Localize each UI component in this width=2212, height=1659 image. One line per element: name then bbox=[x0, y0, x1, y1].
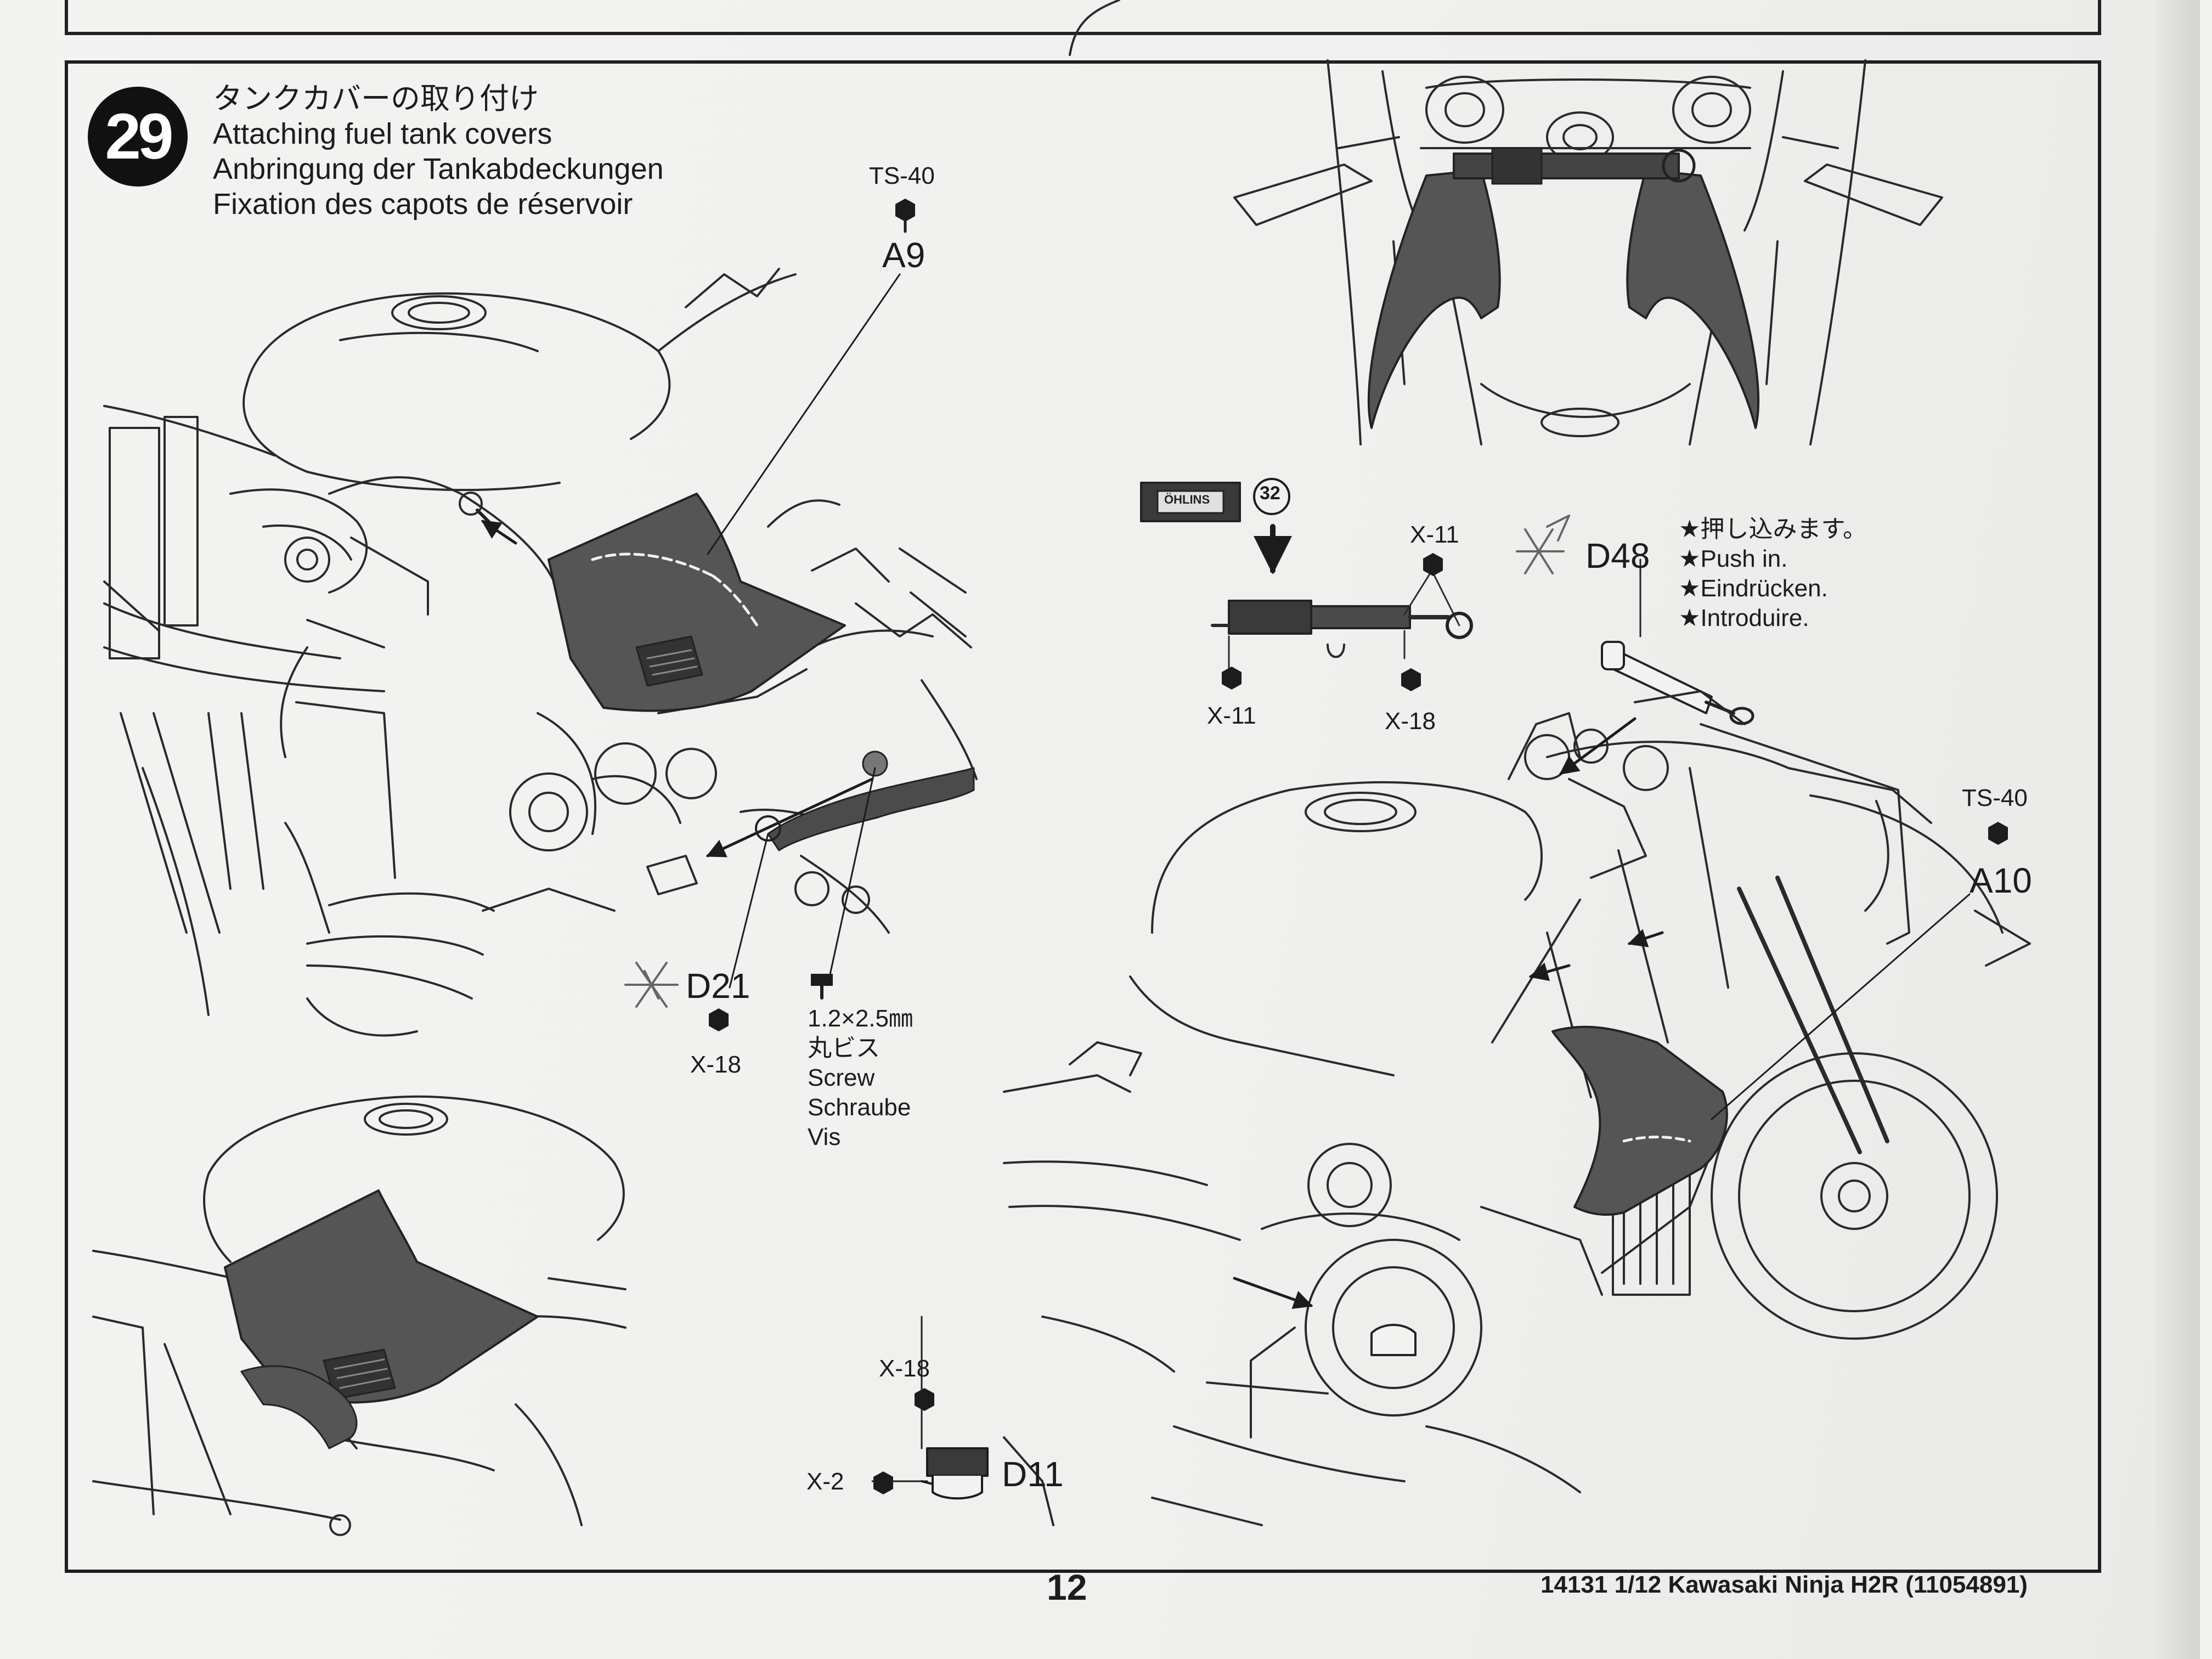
part-a9-label: A9 bbox=[882, 235, 926, 275]
top-right-view bbox=[1233, 59, 1943, 445]
paint-x11-top: X-11 bbox=[1410, 521, 1459, 548]
screw-callout: 1.2×2.5㎜ 丸ビス Screw Schraube Vis bbox=[808, 1004, 913, 1152]
push-in-note: ★押し込みます。 ★Push in. ★Eindrücken. ★Introdu… bbox=[1679, 515, 1867, 633]
paint-x18-d11: X-18 bbox=[879, 1355, 930, 1382]
sprue-icon-d48 bbox=[1516, 515, 1570, 574]
screw-size: 1.2×2.5㎜ bbox=[808, 1005, 913, 1032]
tank-cover-top-right bbox=[1626, 169, 1760, 429]
part-d21-label: D21 bbox=[686, 966, 751, 1006]
paint-ts40-left: TS-40 bbox=[869, 162, 935, 189]
damper-d48-drawing bbox=[1601, 558, 1754, 725]
push-note-fr: ★Introduire. bbox=[1679, 605, 1809, 631]
part-d48-label: D48 bbox=[1585, 536, 1650, 575]
paint-hex-icons bbox=[709, 199, 2008, 1494]
step-title-fr: Fixation des capots de réservoir bbox=[213, 188, 633, 221]
next-page-strip bbox=[2200, 0, 2212, 1659]
step-frame bbox=[65, 60, 2101, 1573]
part-d11-drawing bbox=[871, 1316, 989, 1500]
sprue-icon-d21 bbox=[624, 962, 679, 1008]
paint-x11-bottom: X-11 bbox=[1207, 702, 1256, 729]
paint-x18-damper: X-18 bbox=[1385, 708, 1436, 735]
product-footer: 14131 1/12 Kawasaki Ninja H2R (11054891) bbox=[1541, 1571, 2028, 1598]
previous-step-frame bbox=[65, 0, 2101, 35]
push-note-ja: ★押し込みます。 bbox=[1679, 516, 1867, 543]
screw-label-en: Screw bbox=[808, 1064, 875, 1091]
push-note-en: ★Push in. bbox=[1679, 545, 1788, 572]
tank-cover-a10 bbox=[1551, 1025, 1728, 1216]
screw-label-de: Schraube bbox=[808, 1094, 911, 1121]
ref-step-number: 32 bbox=[1260, 483, 1280, 504]
screw-label-ja: 丸ビス bbox=[808, 1035, 880, 1062]
step-title-en: Attaching fuel tank covers bbox=[213, 117, 552, 150]
screw-label-fr: Vis bbox=[808, 1124, 841, 1150]
paint-ts40-right: TS-40 bbox=[1962, 785, 2028, 811]
part-a10-label: A10 bbox=[1970, 861, 2032, 900]
left-bike-view bbox=[103, 268, 978, 1037]
right-bike-view bbox=[1003, 690, 2031, 1526]
paint-x18-d21: X-18 bbox=[690, 1051, 741, 1078]
damper-brand: ÖHLINS bbox=[1164, 493, 1210, 506]
steering-damper-drawing bbox=[1140, 482, 1473, 670]
step-title: タンクカバーの取り付け Attaching fuel tank covers A… bbox=[213, 81, 664, 222]
step-title-ja: タンクカバーの取り付け bbox=[213, 82, 539, 115]
step-number-badge: 29 bbox=[88, 87, 188, 187]
paint-x2-d11: X-2 bbox=[806, 1468, 844, 1495]
part-d11-label: D11 bbox=[1002, 1454, 1064, 1494]
tank-cover-a9 bbox=[548, 493, 846, 712]
page-number: 12 bbox=[1047, 1567, 1087, 1607]
step-title-de: Anbringung der Tankabdeckungen bbox=[213, 153, 664, 185]
tank-cover-top-left bbox=[1367, 169, 1501, 429]
push-note-de: ★Eindrücken. bbox=[1679, 575, 1828, 602]
